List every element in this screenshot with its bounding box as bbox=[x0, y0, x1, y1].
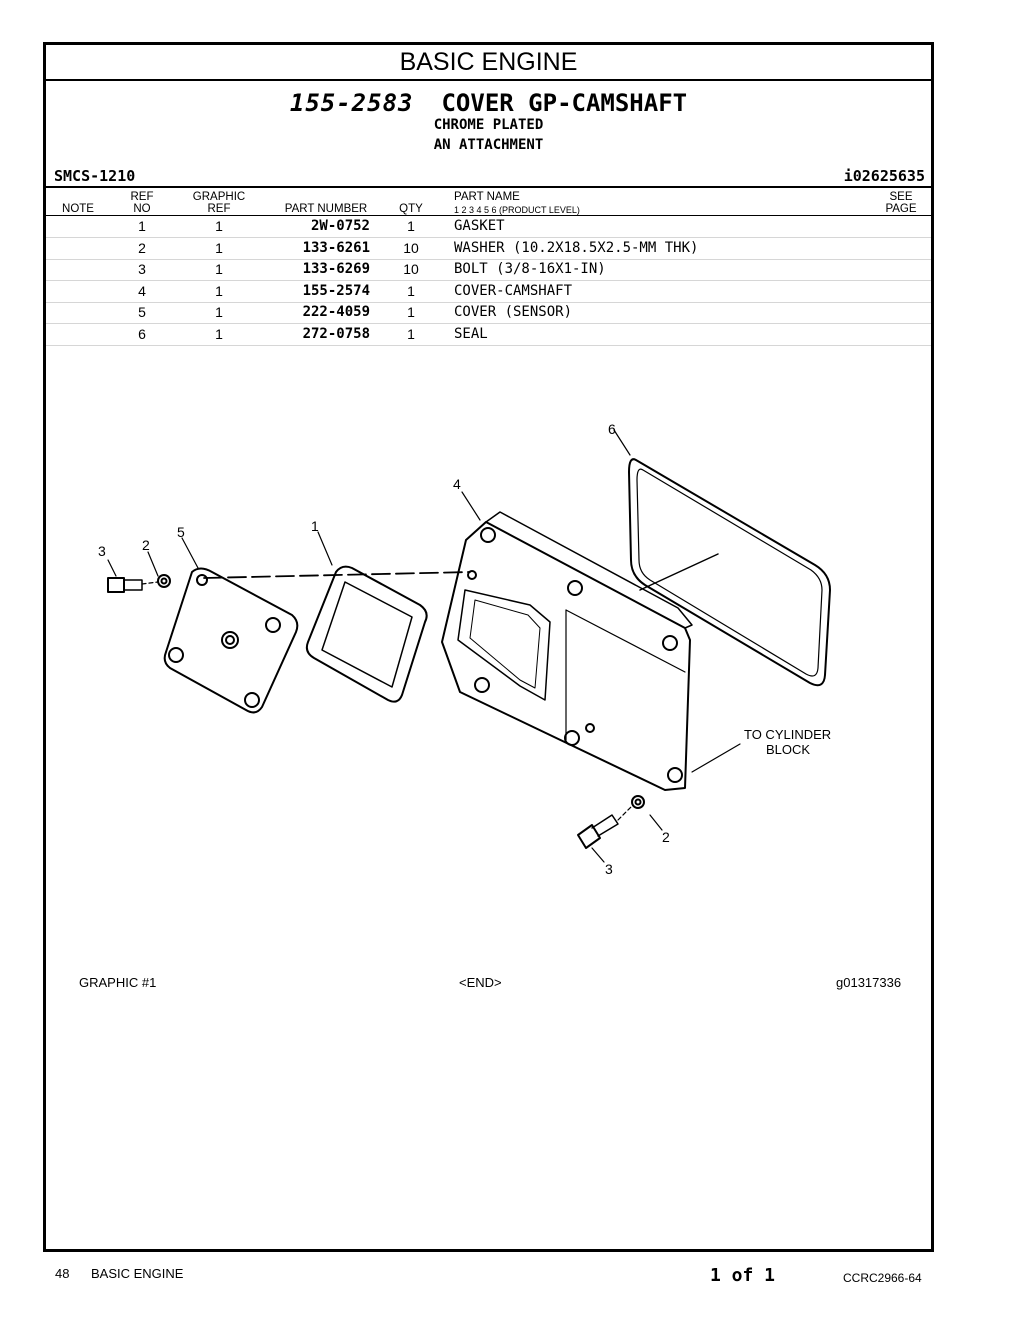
quantity: 1 bbox=[407, 218, 415, 234]
callout-4: 4 bbox=[453, 476, 461, 492]
washer-right bbox=[631, 795, 645, 809]
part-name: SEAL bbox=[454, 326, 488, 342]
document-id: CCRC2966-64 bbox=[843, 1271, 922, 1285]
table-row: 5 1 222-4059 1 COVER (SENSOR) bbox=[46, 302, 931, 324]
quantity: 1 bbox=[407, 283, 415, 299]
graphic-ref: 1 bbox=[215, 218, 223, 234]
callout-1: 1 bbox=[311, 518, 319, 534]
part-name: GASKET bbox=[454, 218, 505, 234]
part-number[interactable]: 133-6261 bbox=[302, 240, 370, 256]
col-part-number: PART NUMBER bbox=[284, 203, 368, 215]
col-ref-2: NO bbox=[133, 203, 151, 215]
part-name: BOLT (3/8-16X1-IN) bbox=[454, 261, 606, 277]
gasket-outer bbox=[305, 565, 428, 703]
seal-inner bbox=[636, 468, 823, 677]
page-frame: BASIC ENGINE 155-2583 COVER GP-CAMSHAFT C… bbox=[43, 42, 934, 1252]
ref-no: 3 bbox=[138, 261, 146, 277]
graphic-ref: 1 bbox=[215, 240, 223, 256]
quantity: 1 bbox=[407, 326, 415, 342]
camshaft-cover-flange bbox=[441, 521, 691, 791]
camshaft-cover-body bbox=[485, 511, 693, 629]
ref-no: 1 bbox=[138, 218, 146, 234]
col-see-2: PAGE bbox=[885, 203, 917, 215]
end-marker: <END> bbox=[459, 975, 502, 990]
part-name: COVER-CAMSHAFT bbox=[454, 283, 573, 299]
title-row: 155-2583 COVER GP-CAMSHAFT bbox=[46, 89, 931, 117]
page-number: 48 bbox=[55, 1266, 70, 1281]
page-count: 1 of 1 bbox=[710, 1265, 776, 1286]
col-see-1: SEE bbox=[889, 191, 913, 203]
part-number[interactable]: 222-4059 bbox=[302, 304, 370, 320]
table-row: 4 1 155-2574 1 COVER-CAMSHAFT bbox=[46, 281, 931, 303]
part-number[interactable]: 155-2574 bbox=[302, 283, 370, 299]
graphic-ref: 1 bbox=[215, 304, 223, 320]
col-qty: QTY bbox=[399, 203, 423, 215]
washer-left bbox=[157, 574, 171, 588]
exploded-view-drawing: 3 2 5 1 4 6 2 3 TO CYLINDER BLOCK bbox=[98, 421, 831, 877]
graphic-number: GRAPHIC #1 bbox=[79, 975, 157, 990]
callout-3-right: 3 bbox=[605, 861, 613, 877]
page-section: BASIC ENGINE bbox=[91, 1266, 184, 1281]
part-number[interactable]: 133-6269 bbox=[302, 261, 370, 277]
ref-no: 4 bbox=[138, 283, 146, 299]
callout-2-right: 2 bbox=[662, 829, 670, 845]
quantity: 10 bbox=[403, 261, 419, 277]
table-row: 3 1 133-6269 10 BOLT (3/8-16X1-IN) bbox=[46, 259, 931, 281]
bolt-left bbox=[107, 577, 125, 593]
callout-2: 2 bbox=[142, 537, 150, 553]
col-part-name: PART NAME bbox=[454, 191, 520, 203]
group-name: COVER GP-CAMSHAFT bbox=[441, 89, 688, 117]
part-number[interactable]: 272-0758 bbox=[302, 326, 370, 342]
col-graphic-2: REF bbox=[207, 203, 231, 215]
ref-no: 5 bbox=[138, 304, 146, 320]
seal-outline bbox=[628, 458, 831, 687]
callout-6: 6 bbox=[608, 421, 616, 437]
callout-5: 5 bbox=[177, 524, 185, 540]
graphic-ref: 1 bbox=[215, 326, 223, 342]
ref-no: 6 bbox=[138, 326, 146, 342]
col-ref-1: REF bbox=[130, 191, 154, 203]
gasket-inner bbox=[321, 581, 413, 688]
quantity: 10 bbox=[403, 240, 419, 256]
to-cylinder-label: TO CYLINDER bbox=[744, 727, 831, 742]
subtitle-chrome: CHROME PLATED bbox=[433, 117, 544, 133]
header-rule bbox=[46, 215, 931, 216]
sensor-cover bbox=[163, 567, 299, 714]
smcs-code: SMCS-1210 bbox=[54, 167, 136, 185]
group-part-number: 155-2583 bbox=[289, 89, 414, 117]
cover-opening bbox=[457, 589, 551, 701]
quantity: 1 bbox=[407, 304, 415, 320]
table-row: 2 1 133-6261 10 WASHER (10.2X18.5X2.5-MM… bbox=[46, 238, 931, 260]
ref-no: 2 bbox=[138, 240, 146, 256]
graphic-reference: g01317336 bbox=[836, 975, 902, 990]
section-header: BASIC ENGINE bbox=[46, 45, 931, 81]
bolt-right bbox=[577, 824, 601, 849]
part-name: WASHER (10.2X18.5X2.5-MM THK) bbox=[454, 240, 699, 256]
block-label: BLOCK bbox=[766, 742, 810, 757]
part-name: COVER (SENSOR) bbox=[454, 304, 573, 320]
graphic-ref: 1 bbox=[215, 261, 223, 277]
subtitle-attachment: AN ATTACHMENT bbox=[433, 137, 544, 153]
table-row: 6 1 272-0758 1 SEAL bbox=[46, 324, 931, 346]
col-note: NOTE bbox=[62, 203, 94, 215]
col-graphic-1: GRAPHIC bbox=[192, 191, 246, 203]
callout-3: 3 bbox=[98, 543, 106, 559]
info-reference: i02625635 bbox=[843, 167, 925, 185]
product-levels: 1 2 3 4 5 6 (PRODUCT LEVEL) bbox=[454, 205, 580, 215]
table-row: 1 1 2W-0752 1 GASKET bbox=[46, 216, 931, 238]
part-number[interactable]: 2W-0752 bbox=[310, 218, 370, 234]
graphic-ref: 1 bbox=[215, 283, 223, 299]
table-top-rule bbox=[46, 186, 931, 188]
